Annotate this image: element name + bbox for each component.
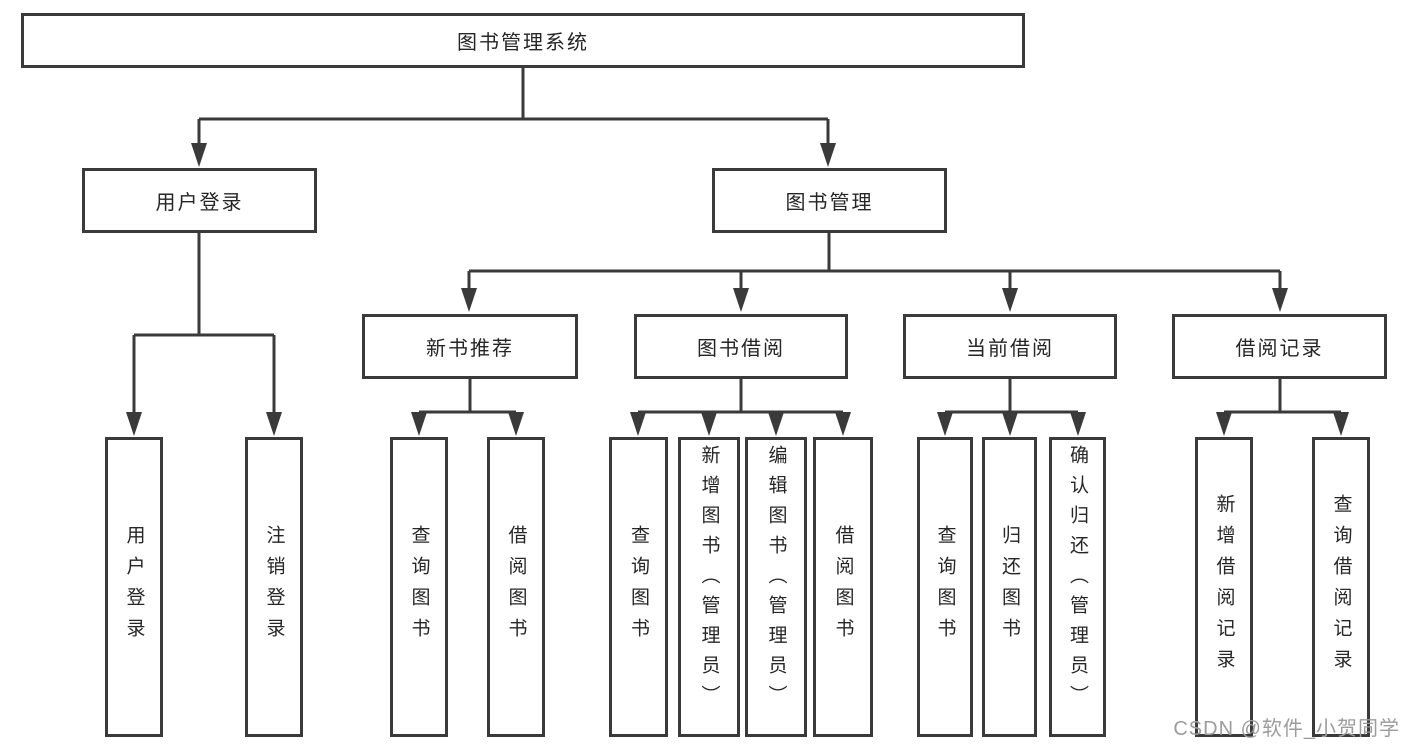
leaf-label: 查询图书 [408, 525, 430, 649]
leaf-label: 查询借阅记录 [1330, 494, 1352, 680]
leaf-edit-books-admin: 编辑图书（管理员） [745, 437, 807, 737]
node-user-login: 用户登录 [82, 168, 317, 233]
leaf-add-books-admin: 新增图书（管理员） [678, 437, 740, 737]
leaf-label: 编辑图书（管理员） [765, 445, 787, 715]
leaf-query-books-2: 查询图书 [609, 437, 668, 737]
node-current-borrowing: 当前借阅 [903, 314, 1117, 379]
node-label: 当前借阅 [966, 338, 1054, 360]
node-label: 新书推荐 [426, 338, 514, 360]
node-label: 图书管理系统 [457, 32, 589, 54]
leaf-query-books-3: 查询图书 [917, 437, 973, 737]
leaf-query-books-1: 查询图书 [390, 437, 448, 737]
leaf-label: 新增借阅记录 [1213, 494, 1235, 680]
leaf-label: 新增图书（管理员） [698, 445, 720, 715]
node-label: 借阅记录 [1235, 338, 1324, 360]
node-label: 图书管理 [785, 192, 874, 214]
node-library-management-system: 图书管理系统 [21, 13, 1025, 68]
leaf-label: 归还图书 [999, 525, 1020, 649]
leaf-logout: 注销登录 [245, 437, 303, 737]
node-borrowing-records: 借阅记录 [1172, 314, 1387, 379]
leaf-label: 确认归还（管理员） [1067, 445, 1088, 715]
leaf-label: 借阅图书 [832, 525, 854, 649]
leaf-label: 查询图书 [934, 525, 956, 649]
leaf-label: 查询图书 [628, 525, 649, 649]
csdn-watermark: CSDN @软件_小贺同学 [1173, 718, 1400, 740]
node-book-management: 图书管理 [712, 168, 947, 233]
leaf-user-login: 用户登录 [105, 437, 163, 737]
leaf-borrow-books-2: 借阅图书 [813, 437, 873, 737]
node-label: 用户登录 [155, 192, 244, 214]
leaf-add-borrow-record: 新增借阅记录 [1195, 437, 1253, 737]
leaf-label: 注销登录 [263, 525, 285, 649]
leaf-label: 借阅图书 [505, 525, 527, 649]
node-new-book-recommendation: 新书推荐 [362, 314, 578, 379]
leaf-borrow-books-1: 借阅图书 [487, 437, 545, 737]
leaf-confirm-return-admin: 确认归还（管理员） [1049, 437, 1106, 737]
leaf-return-books: 归还图书 [982, 437, 1037, 737]
node-book-borrowing: 图书借阅 [634, 314, 848, 379]
leaf-label: 用户登录 [123, 525, 145, 649]
leaf-query-borrow-record: 查询借阅记录 [1312, 437, 1370, 737]
node-label: 图书借阅 [697, 338, 785, 360]
